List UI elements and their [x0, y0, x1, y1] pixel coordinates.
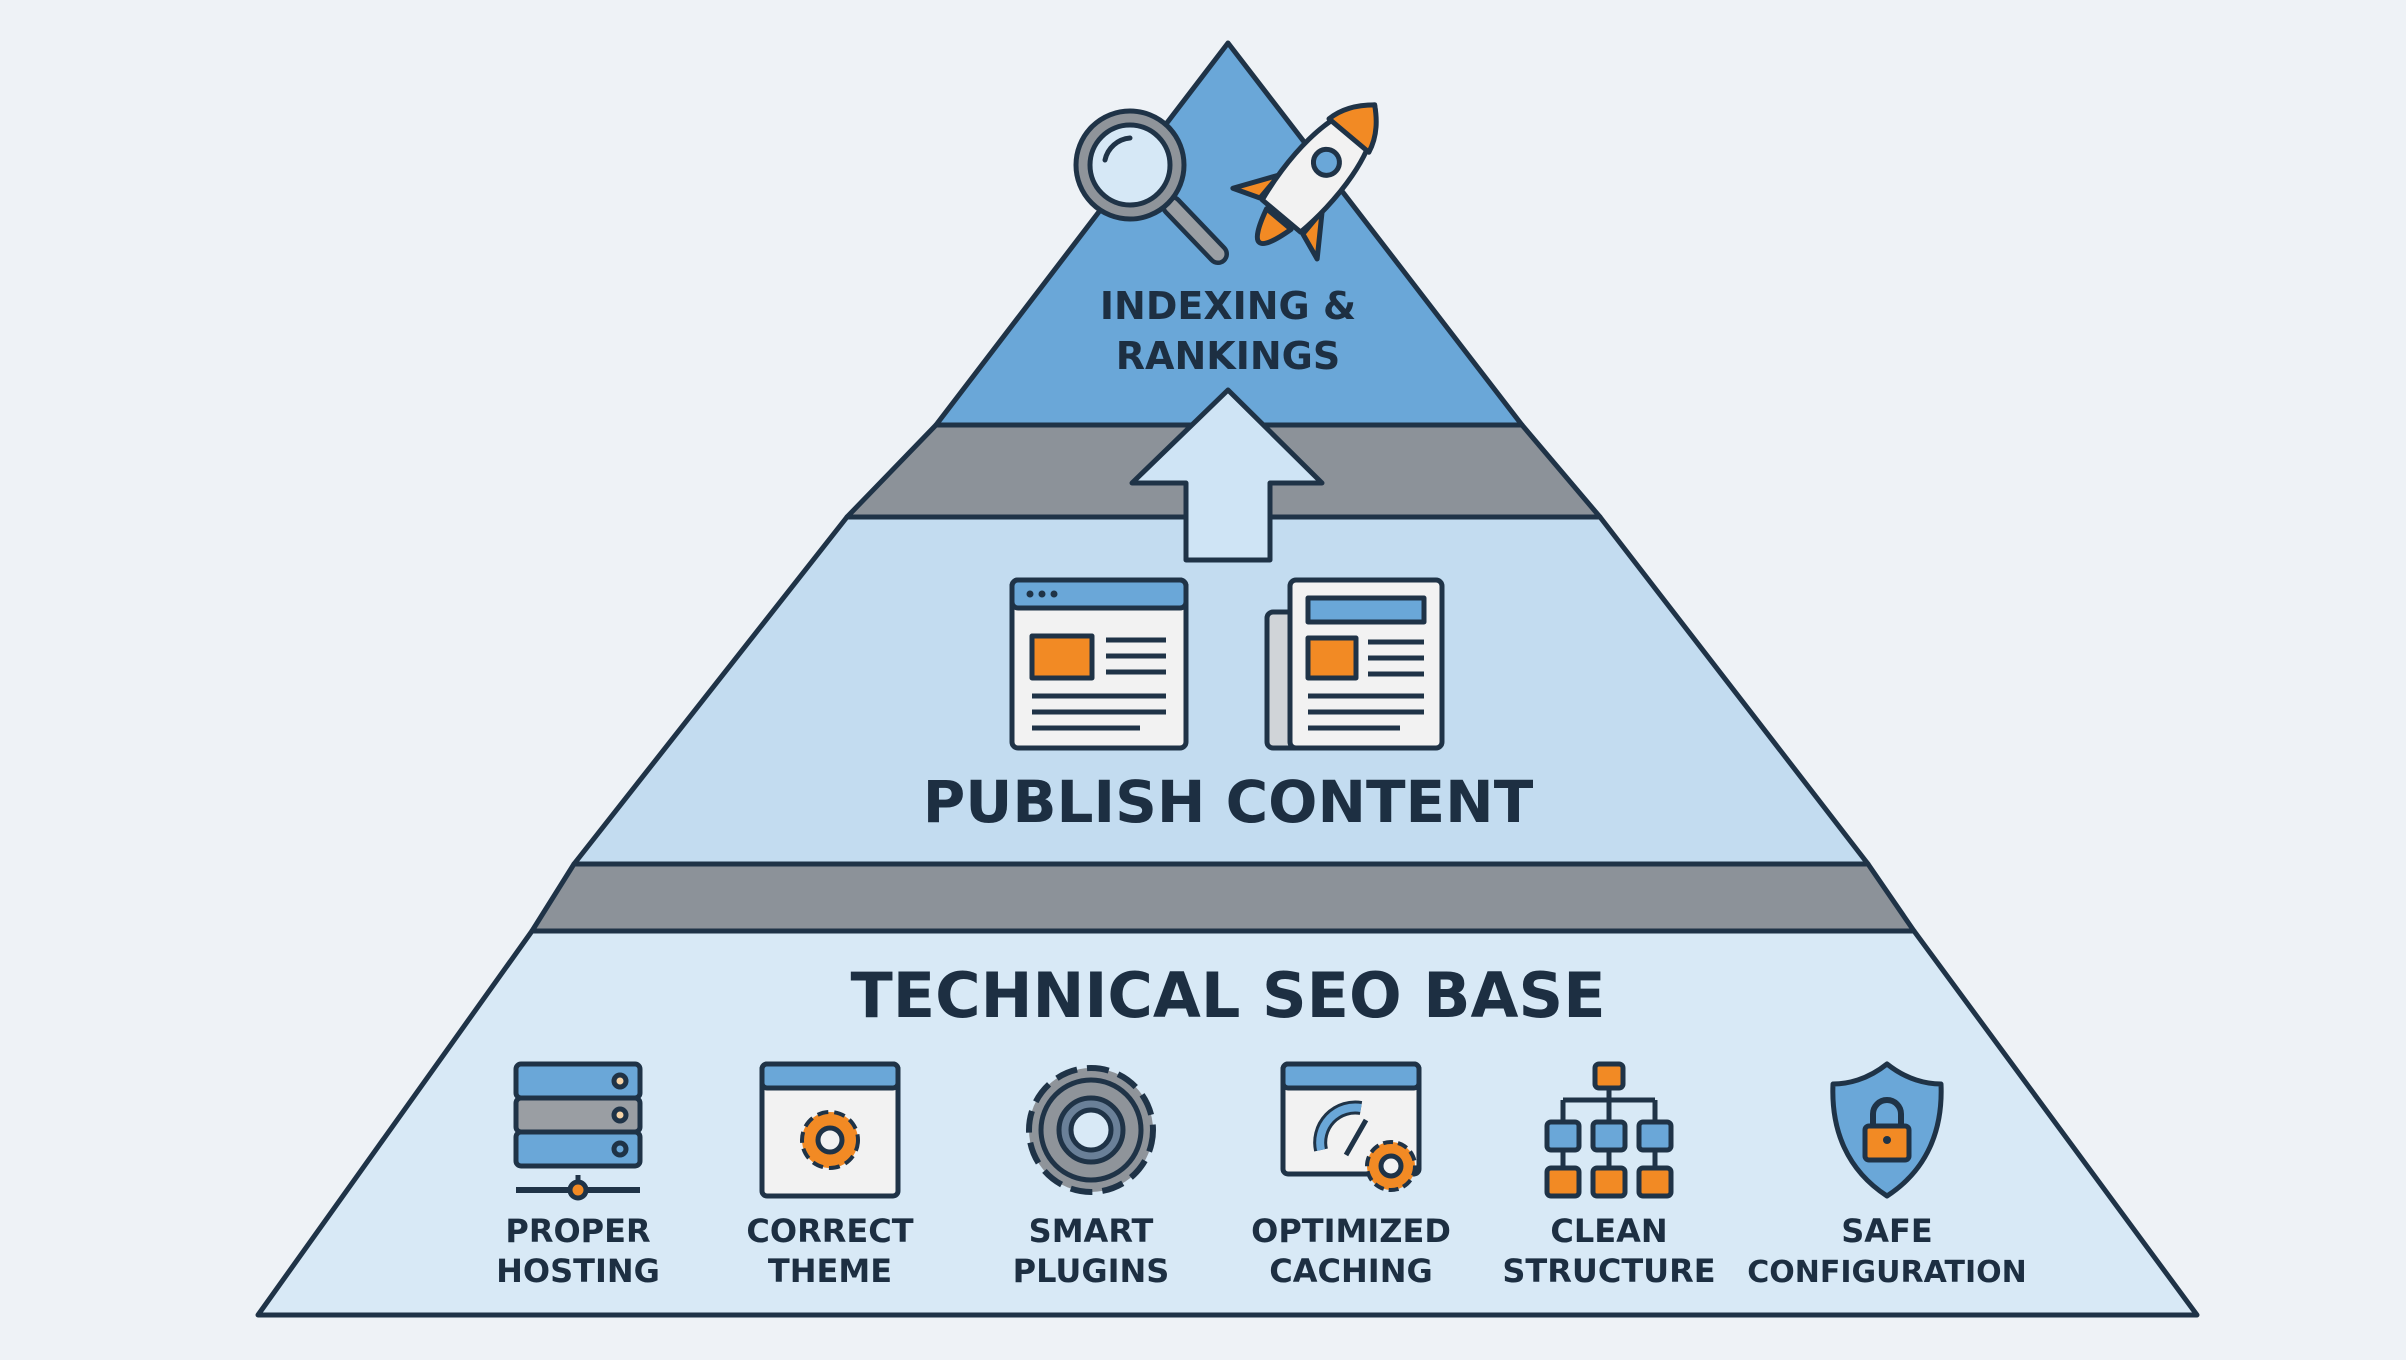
theme-window-gear-icon: [759, 1061, 901, 1199]
gear-icon: [1026, 1065, 1156, 1195]
base-item-label: OPTIMIZED: [1251, 1212, 1451, 1250]
base-item-label: PROPER: [505, 1212, 650, 1250]
base-item-label: CONFIGURATION: [1747, 1255, 2027, 1290]
middle-tier: [571, 514, 1871, 867]
base-tier: [255, 928, 2200, 1318]
top-title-line1: INDEXING &: [1100, 284, 1356, 328]
server-icon: [513, 1061, 643, 1201]
shield-lock-icon: [1830, 1061, 1944, 1199]
base-item-label: PLUGINS: [1013, 1252, 1170, 1290]
base-item-label: CORRECT: [746, 1212, 913, 1250]
sitemap-icon: [1544, 1061, 1674, 1199]
base-item-label: THEME: [768, 1252, 892, 1290]
speedometer-window-icon: [1280, 1061, 1422, 1192]
base-item-label: STRUCTURE: [1502, 1252, 1715, 1290]
up-arrow-icon: [1129, 387, 1325, 563]
middle-title: PUBLISH CONTENT: [923, 768, 1534, 836]
base-item-label: CLEAN: [1550, 1212, 1667, 1250]
rocket-icon: [1230, 102, 1379, 262]
top-title-line2: RANKINGS: [1116, 334, 1340, 378]
newspaper-icon: [1264, 577, 1445, 751]
base-item-label: CACHING: [1269, 1252, 1432, 1290]
web-page-icon: [1009, 577, 1189, 751]
base-item-label: SMART: [1029, 1212, 1154, 1250]
base-item-label: SAFE: [1841, 1212, 1933, 1250]
base-item-label: HOSTING: [496, 1252, 660, 1290]
connector-middle-base: [529, 861, 1917, 934]
magnifier-icon: [1073, 108, 1229, 265]
base-title: TECHNICAL SEO BASE: [850, 959, 1605, 1032]
